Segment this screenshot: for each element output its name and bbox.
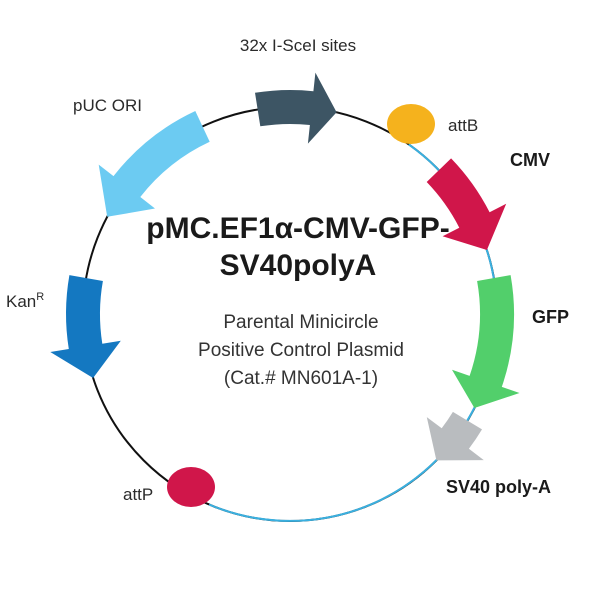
kanr-label: KanR — [6, 291, 44, 311]
cmv-label: CMV — [510, 150, 550, 170]
plasmid-subtitle-line3: (Cat.# MN601A-1) — [224, 368, 378, 389]
puc-ori-label: pUC ORI — [73, 96, 142, 115]
attp-label: attP — [123, 485, 153, 504]
attp-site-marker — [167, 467, 215, 507]
kanr-label-superscript: R — [36, 291, 44, 303]
puc-ori-arrow — [98, 111, 210, 217]
plasmid-subtitle-line1: Parental Minicircle — [223, 312, 378, 333]
kanr-gene-arrow — [50, 275, 121, 378]
sv40-polya-label: SV40 poly-A — [446, 477, 551, 497]
gfp-label: GFP — [532, 307, 569, 327]
gfp-gene-arrow — [452, 275, 520, 408]
plasmid-title-line1: pMC.EF1α-CMV-GFP- — [146, 212, 449, 245]
plasmid-title-line2: SV40polyA — [220, 249, 377, 282]
attb-site-marker — [387, 104, 435, 144]
attb-label: attB — [448, 116, 478, 135]
isce1-sites-arrow — [255, 72, 337, 144]
cmv-promoter-arrow — [426, 158, 507, 250]
sv40-polya-arrow — [426, 411, 484, 461]
kanr-label-main: Kan — [6, 292, 36, 311]
isce1-sites-label: 32x I-SceI sites — [240, 36, 356, 55]
plasmid-subtitle-line2: Positive Control Plasmid — [198, 340, 404, 361]
